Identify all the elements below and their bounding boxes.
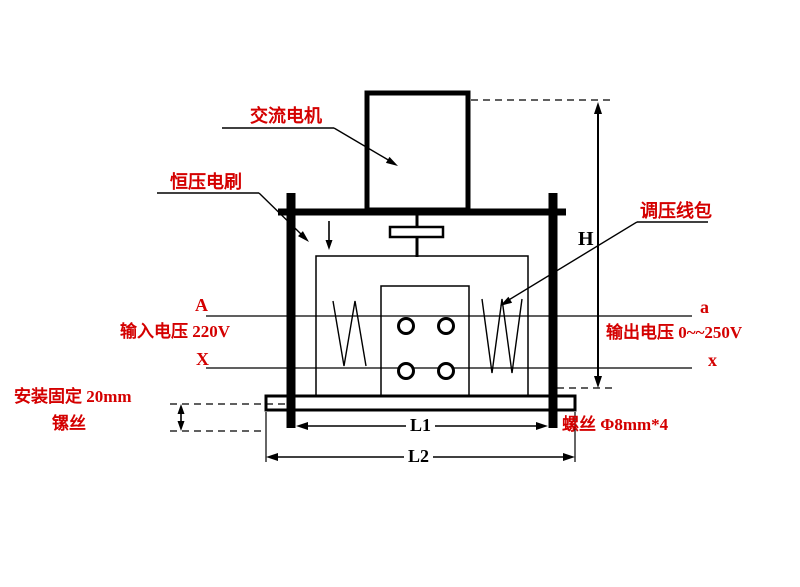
label-mounting-note-line1: 安装固定 20mm [14, 387, 132, 406]
label-dim-l1: L1 [406, 415, 436, 436]
construction-dashed-lines [170, 99, 612, 432]
label-ac-motor: 交流电机 [250, 106, 322, 126]
label-terminal-X: X [196, 349, 209, 369]
winding-right [481, 298, 523, 374]
dimension-20mm-arrow [177, 404, 185, 431]
brush-pointer-arrow [325, 221, 333, 250]
base-plate [264, 394, 577, 412]
motor-outline [364, 90, 471, 213]
label-output-voltage: 输出电压 0~~250V [606, 323, 743, 342]
label-terminal-a: a [700, 297, 709, 317]
label-mounting-note-line2: 镙丝 [52, 414, 86, 433]
label-dim-h: H [578, 228, 594, 250]
leader-brush [157, 192, 309, 242]
transformer-body [315, 255, 529, 397]
label-terminal-x: x [708, 350, 717, 370]
label-voltage-regulating-coil: 调压线包 [640, 201, 712, 221]
label-constant-voltage-brush: 恒压电刷 [170, 172, 242, 192]
leader-ac-motor [222, 127, 398, 166]
shaft-and-coupling [388, 212, 445, 257]
winding-left [332, 300, 367, 367]
label-terminal-A: A [195, 295, 208, 315]
bolt-circles [397, 317, 455, 380]
label-input-voltage: 输入电压 220V [120, 322, 231, 341]
label-dim-l2: L2 [404, 446, 434, 467]
l2-extension-lines [265, 412, 576, 462]
label-screw-spec: 螺丝 Φ8mm*4 [562, 415, 669, 434]
leader-coil [500, 221, 708, 306]
